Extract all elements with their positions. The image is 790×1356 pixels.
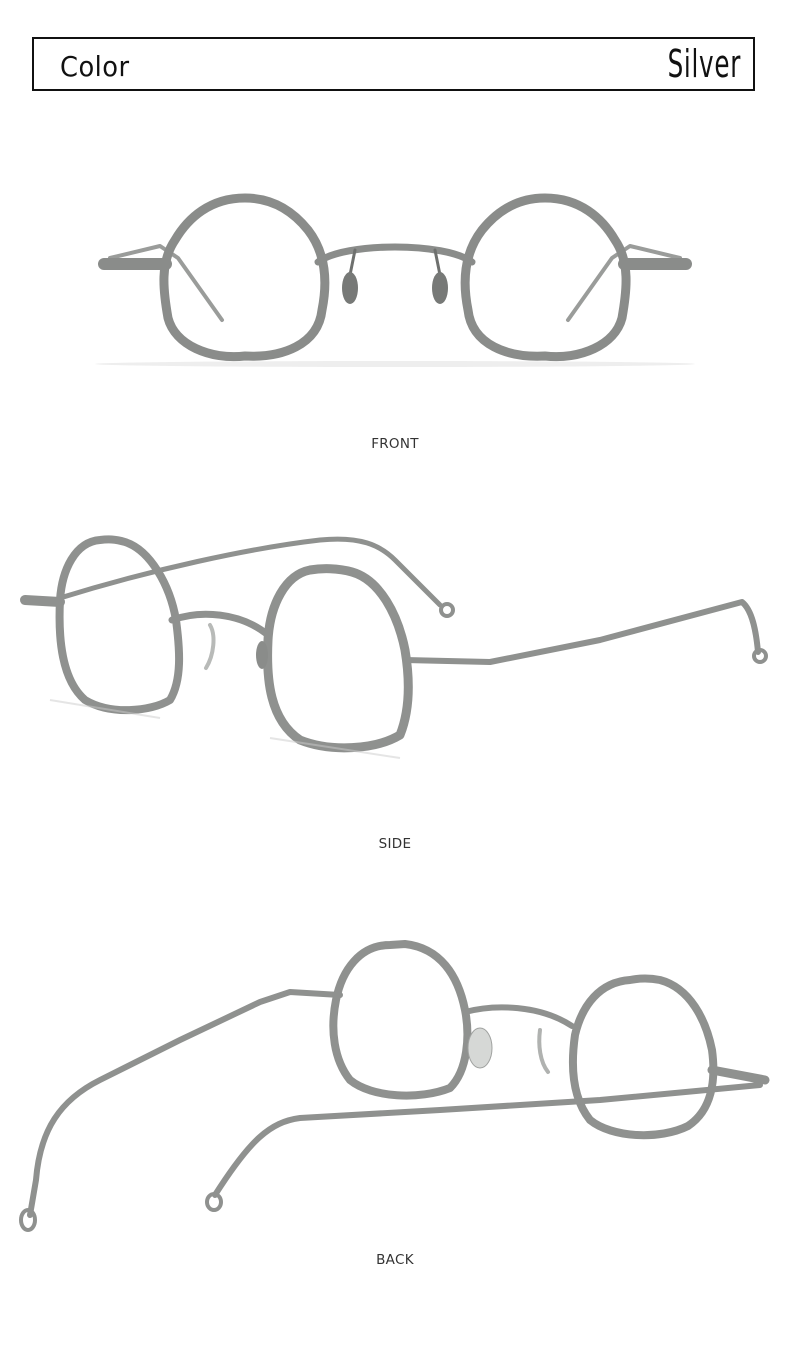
side-caption: SIDE (378, 836, 412, 852)
front-caption: FRONT (371, 436, 419, 452)
color-label: Color (60, 50, 130, 83)
color-value: Silver (667, 42, 741, 86)
front-view-image (0, 180, 790, 380)
back-caption: BACK (376, 1252, 414, 1268)
glasses-back-image (19, 940, 770, 1232)
glasses-side-image (20, 535, 768, 759)
glasses-front-image (95, 193, 695, 367)
back-view-image (0, 930, 790, 1240)
side-view-image (0, 530, 790, 770)
color-header-box: Color Silver (32, 37, 755, 91)
